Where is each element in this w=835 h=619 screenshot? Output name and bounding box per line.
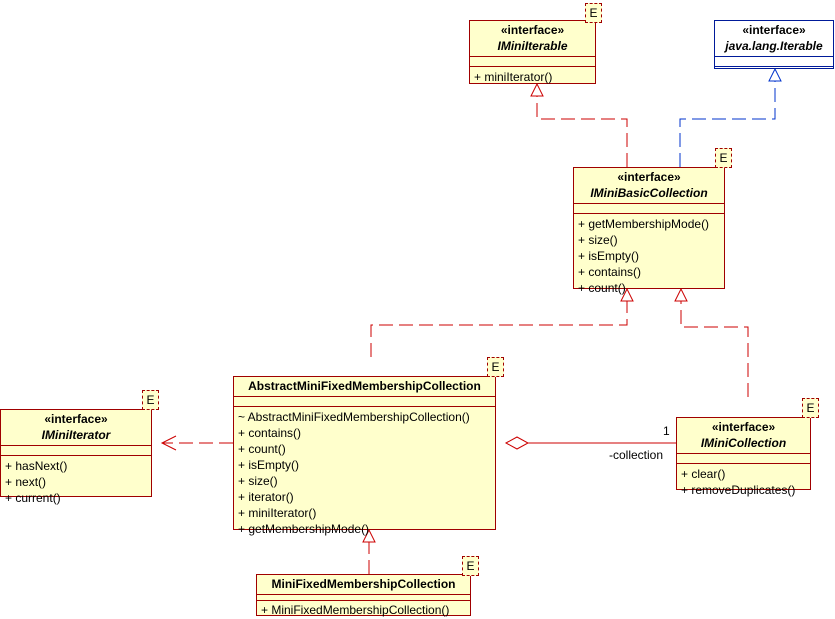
methods-section: ~ AbstractMiniFixedMembershipCollection(… [234,406,495,539]
class-minifixedmembershipcollection[interactable]: MiniFixedMembershipCollection + MiniFixe… [256,574,471,619]
fields-section [715,56,833,66]
method-item: + size() [238,474,278,488]
method-item: + MiniFixedMembershipCollection() [261,603,450,617]
stereotype-label: «interface» [44,412,108,426]
class-iminiiterable[interactable]: «interface» IMiniIterable + miniIterator… [469,20,596,84]
element-badge: E [462,556,479,576]
fields-section [234,396,495,406]
method-item: + size() [578,233,618,247]
method-item: + getMembershipMode() [238,522,370,536]
method-item: ~ AbstractMiniFixedMembershipCollection(… [238,410,470,424]
class-iminicollection[interactable]: «interface» IMiniCollection + clear() + … [676,417,811,497]
realization-arrowhead-basic-right [674,287,688,302]
method-item: + miniIterator() [474,70,553,84]
realization-basic-to-java-iterable [679,81,776,167]
class-java-iterable[interactable]: «interface» java.lang.Iterable [714,20,834,69]
class-header: AbstractMiniFixedMembershipCollection [234,377,495,396]
aggregation-diamond [504,436,530,450]
method-item: + next() [5,475,47,489]
methods-section: + MiniFixedMembershipCollection() [257,600,470,619]
method-item: + count() [578,281,626,295]
method-item: + isEmpty() [578,249,640,263]
methods-section: + hasNext() + next() + current() [1,455,151,508]
realization-arrowhead-iterable [530,82,544,97]
method-item: + hasNext() [5,459,68,473]
element-badge: E [142,390,159,410]
class-name: MiniFixedMembershipCollection [271,577,456,591]
class-header: «interface» IMiniCollection [677,418,810,453]
realization-arrowhead-basic-left [620,287,634,302]
method-item: + contains() [578,265,642,279]
methods-section: + getMembershipMode() + size() + isEmpty… [574,213,724,298]
realization-arrowhead-java-iterable [768,67,782,82]
class-name: IMiniIterable [497,39,568,53]
fields-section [677,453,810,463]
realization-basic-to-iterable [536,95,628,167]
method-item: + removeDuplicates() [681,483,796,497]
methods-section: + miniIterator() [470,66,595,87]
element-badge: E [715,148,732,168]
class-header: «interface» IMiniIterable [470,21,595,56]
stereotype-label: «interface» [711,420,776,434]
stereotype-label: «interface» [500,23,565,37]
class-header: «interface» IMiniBasicCollection [574,168,724,203]
generalization-arrowhead-abstract [362,528,376,543]
dependency-arrowhead-iterator [160,435,177,451]
class-name: IMiniCollection [700,436,787,450]
method-item: + count() [238,442,286,456]
fields-section [257,594,470,600]
method-item: + miniIterator() [238,506,317,520]
stereotype-label: «interface» [617,170,681,184]
class-iminibasiccollection[interactable]: «interface» IMiniBasicCollection + getMe… [573,167,725,295]
class-name: IMiniIterator [41,428,111,442]
method-item: + clear() [681,467,726,481]
methods-section [715,66,833,76]
method-item: + contains() [238,426,302,440]
class-header: «interface» java.lang.Iterable [715,21,833,56]
class-name: IMiniBasicCollection [590,186,708,200]
class-header: MiniFixedMembershipCollection [257,575,470,594]
class-iminiiterator[interactable]: «interface» IMiniIterator + hasNext() + … [0,409,152,505]
stereotype-label: «interface» [742,23,806,37]
class-name: AbstractMiniFixedMembershipCollection [248,379,481,393]
class-header: «interface» IMiniIterator [1,410,151,445]
method-item: + getMembershipMode() [578,217,710,231]
method-item: + current() [5,491,61,505]
class-name: java.lang.Iterable [725,39,823,53]
realization-abstract-to-basic [370,300,628,357]
fields-section [470,56,595,66]
fields-section [1,445,151,455]
class-abstractminifixedmembershipcollection[interactable]: AbstractMiniFixedMembershipCollection ~ … [233,376,496,536]
methods-section: + clear() + removeDuplicates() [677,463,810,500]
element-badge: E [487,357,504,377]
association-multiplicity: 1 [663,424,670,438]
element-badge: E [585,3,602,23]
method-item: + iterator() [238,490,294,504]
method-item: + isEmpty() [238,458,300,472]
element-badge: E [802,398,819,418]
realization-minicollection-to-basic [680,300,749,397]
association-role: -collection [609,448,664,462]
fields-section [574,203,724,213]
